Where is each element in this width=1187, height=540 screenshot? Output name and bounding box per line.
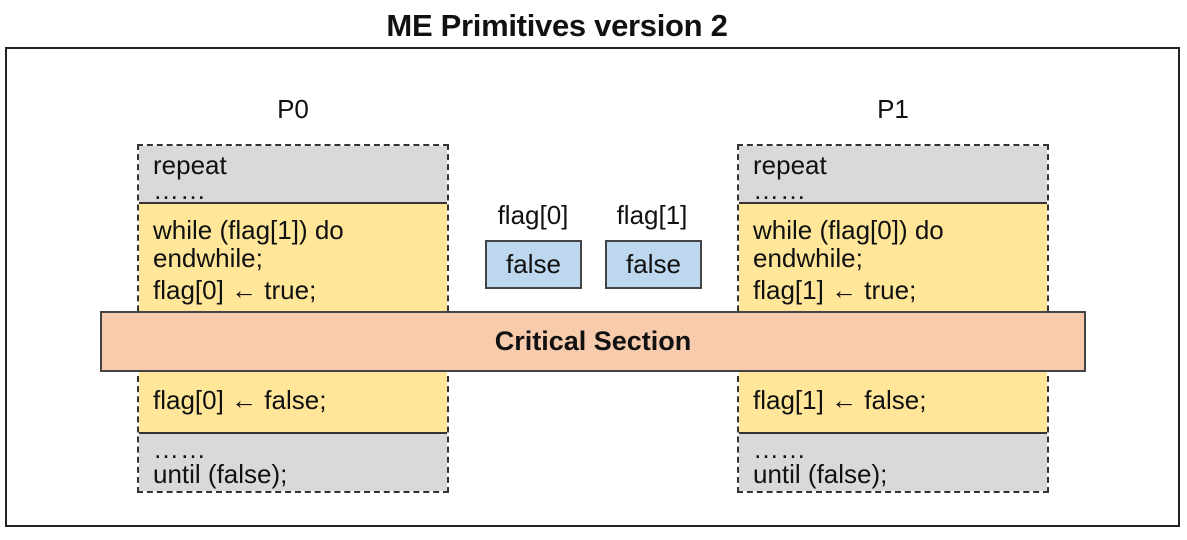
- exit-line-clear-flag: flag[1] ← false;: [753, 385, 927, 415]
- entry-line-while: while (flag[1]) do: [153, 215, 344, 245]
- ellipsis-bottom: ……: [753, 434, 807, 464]
- ellipsis-top: ……: [753, 175, 807, 204]
- flag-value-box-0: false: [485, 240, 582, 289]
- entry-line-set-flag: flag[0] ← true;: [153, 275, 317, 305]
- flag-value-box-1: false: [605, 240, 702, 289]
- ellipsis-bottom: ……: [153, 434, 207, 464]
- repeat-keyword: repeat: [753, 150, 827, 180]
- exit-line-clear-flag: flag[0] ← false;: [153, 385, 327, 415]
- critical-section-band: Critical Section: [100, 311, 1086, 372]
- entry-line-set-flag: flag[1] ← true;: [753, 275, 917, 305]
- process-label-p1: P1: [877, 94, 909, 124]
- until-segment-p1: …… until (false);: [739, 432, 1047, 491]
- flag-label-0: flag[0]: [497, 200, 569, 230]
- ellipsis-top: ……: [153, 175, 207, 204]
- until-keyword: until (false);: [753, 459, 888, 489]
- until-keyword: until (false);: [153, 459, 288, 489]
- entry-line-endwhile: endwhile;: [153, 243, 263, 273]
- repeat-keyword: repeat: [153, 150, 227, 180]
- entry-segment-p1: while (flag[0]) do endwhile; flag[1] ← t…: [739, 204, 1047, 312]
- process-label-p0: P0: [277, 94, 309, 124]
- repeat-segment-p0: repeat ……: [139, 146, 447, 204]
- entry-line-while: while (flag[0]) do: [753, 215, 944, 245]
- diagram-title: ME Primitives version 2: [386, 8, 728, 43]
- repeat-segment-p1: repeat ……: [739, 146, 1047, 204]
- diagram-frame: [5, 47, 1180, 527]
- entry-line-endwhile: endwhile;: [753, 243, 863, 273]
- entry-segment-p0: while (flag[1]) do endwhile; flag[0] ← t…: [139, 204, 447, 312]
- until-segment-p0: …… until (false);: [139, 432, 447, 491]
- flag-label-1: flag[1]: [616, 200, 688, 230]
